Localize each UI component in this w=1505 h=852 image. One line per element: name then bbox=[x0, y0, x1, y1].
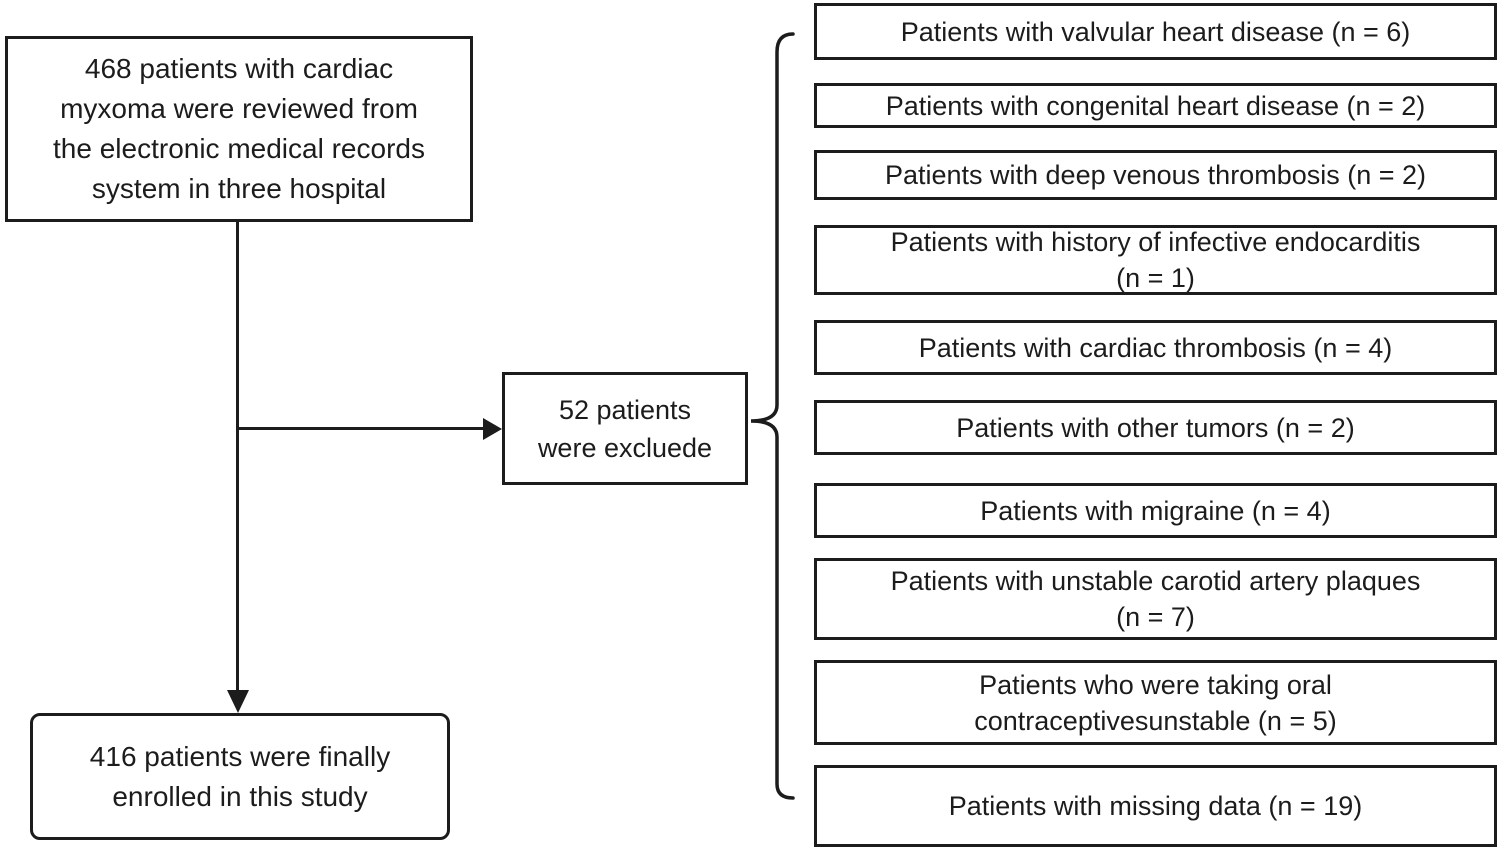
arrowhead-right-icon bbox=[483, 418, 502, 440]
exclusion-line: (n = 7) bbox=[1116, 602, 1195, 632]
excluded-patients-box: 52 patients were excluede bbox=[502, 372, 748, 485]
exclusion-box-congenital-heart-disease: Patients with congenital heart disease (… bbox=[814, 83, 1497, 128]
reviewed-patients-box: 468 patients with cardiac myxoma were re… bbox=[5, 36, 473, 222]
reviewed-line: 468 patients with cardiac bbox=[84, 53, 394, 84]
exclusion-line: Patients with cardiac thrombosis (n = 4) bbox=[918, 332, 1393, 363]
exclusion-line: Patients with congenital heart disease (… bbox=[885, 90, 1426, 121]
exclusion-line: Patients with deep venous thrombosis (n … bbox=[884, 160, 1427, 190]
enrolled-line: enrolled in this study bbox=[112, 780, 368, 812]
excluded-line: were excluede bbox=[537, 432, 713, 463]
exclusion-box-migraine: Patients with migraine (n = 4) bbox=[814, 483, 1497, 538]
exclusion-box-carotid-artery-plaques: Patients with unstable carotid artery pl… bbox=[814, 558, 1497, 640]
exclusion-line: Patients with missing data (n = 19) bbox=[948, 791, 1363, 821]
curly-brace bbox=[750, 32, 795, 800]
exclusion-line: Patients with other tumors (n = 2) bbox=[956, 412, 1355, 443]
vertical-connector-line bbox=[236, 222, 239, 690]
enrolled-line: 416 patients were finally bbox=[89, 740, 391, 772]
enrolled-patients-box: 416 patients were finally enrolled in th… bbox=[30, 713, 450, 840]
exclusion-line: Patients who were taking oral bbox=[979, 669, 1332, 700]
exclusion-box-other-tumors: Patients with other tumors (n = 2) bbox=[814, 400, 1497, 455]
reviewed-line: system in three hospital bbox=[91, 173, 387, 204]
reviewed-line: myxoma were reviewed from bbox=[60, 93, 418, 124]
exclusion-box-missing-data: Patients with missing data (n = 19) bbox=[814, 765, 1497, 847]
excluded-line: 52 patients bbox=[558, 394, 692, 425]
exclusion-line: Patients with unstable carotid artery pl… bbox=[890, 566, 1421, 596]
exclusion-box-deep-venous-thrombosis: Patients with deep venous thrombosis (n … bbox=[814, 150, 1497, 200]
exclusion-box-infective-endocarditis: Patients with history of infective endoc… bbox=[814, 225, 1497, 295]
horizontal-connector-line bbox=[236, 427, 484, 430]
exclusion-box-oral-contraceptives: Patients who were taking oral contracept… bbox=[814, 660, 1497, 745]
exclusion-line: Patients with valvular heart disease (n … bbox=[900, 16, 1411, 47]
reviewed-line: the electronic medical records bbox=[53, 133, 425, 164]
exclusion-line: Patients with migraine (n = 4) bbox=[980, 495, 1331, 526]
exclusion-box-cardiac-thrombosis: Patients with cardiac thrombosis (n = 4) bbox=[814, 320, 1497, 375]
exclusion-line: Patients with history of infective endoc… bbox=[890, 227, 1421, 257]
exclusion-line: contraceptivesunstable (n = 5) bbox=[974, 705, 1337, 736]
arrowhead-down-icon bbox=[227, 690, 249, 713]
exclusion-box-valvular-heart-disease: Patients with valvular heart disease (n … bbox=[814, 3, 1497, 60]
exclusion-line: (n = 1) bbox=[1116, 263, 1195, 293]
